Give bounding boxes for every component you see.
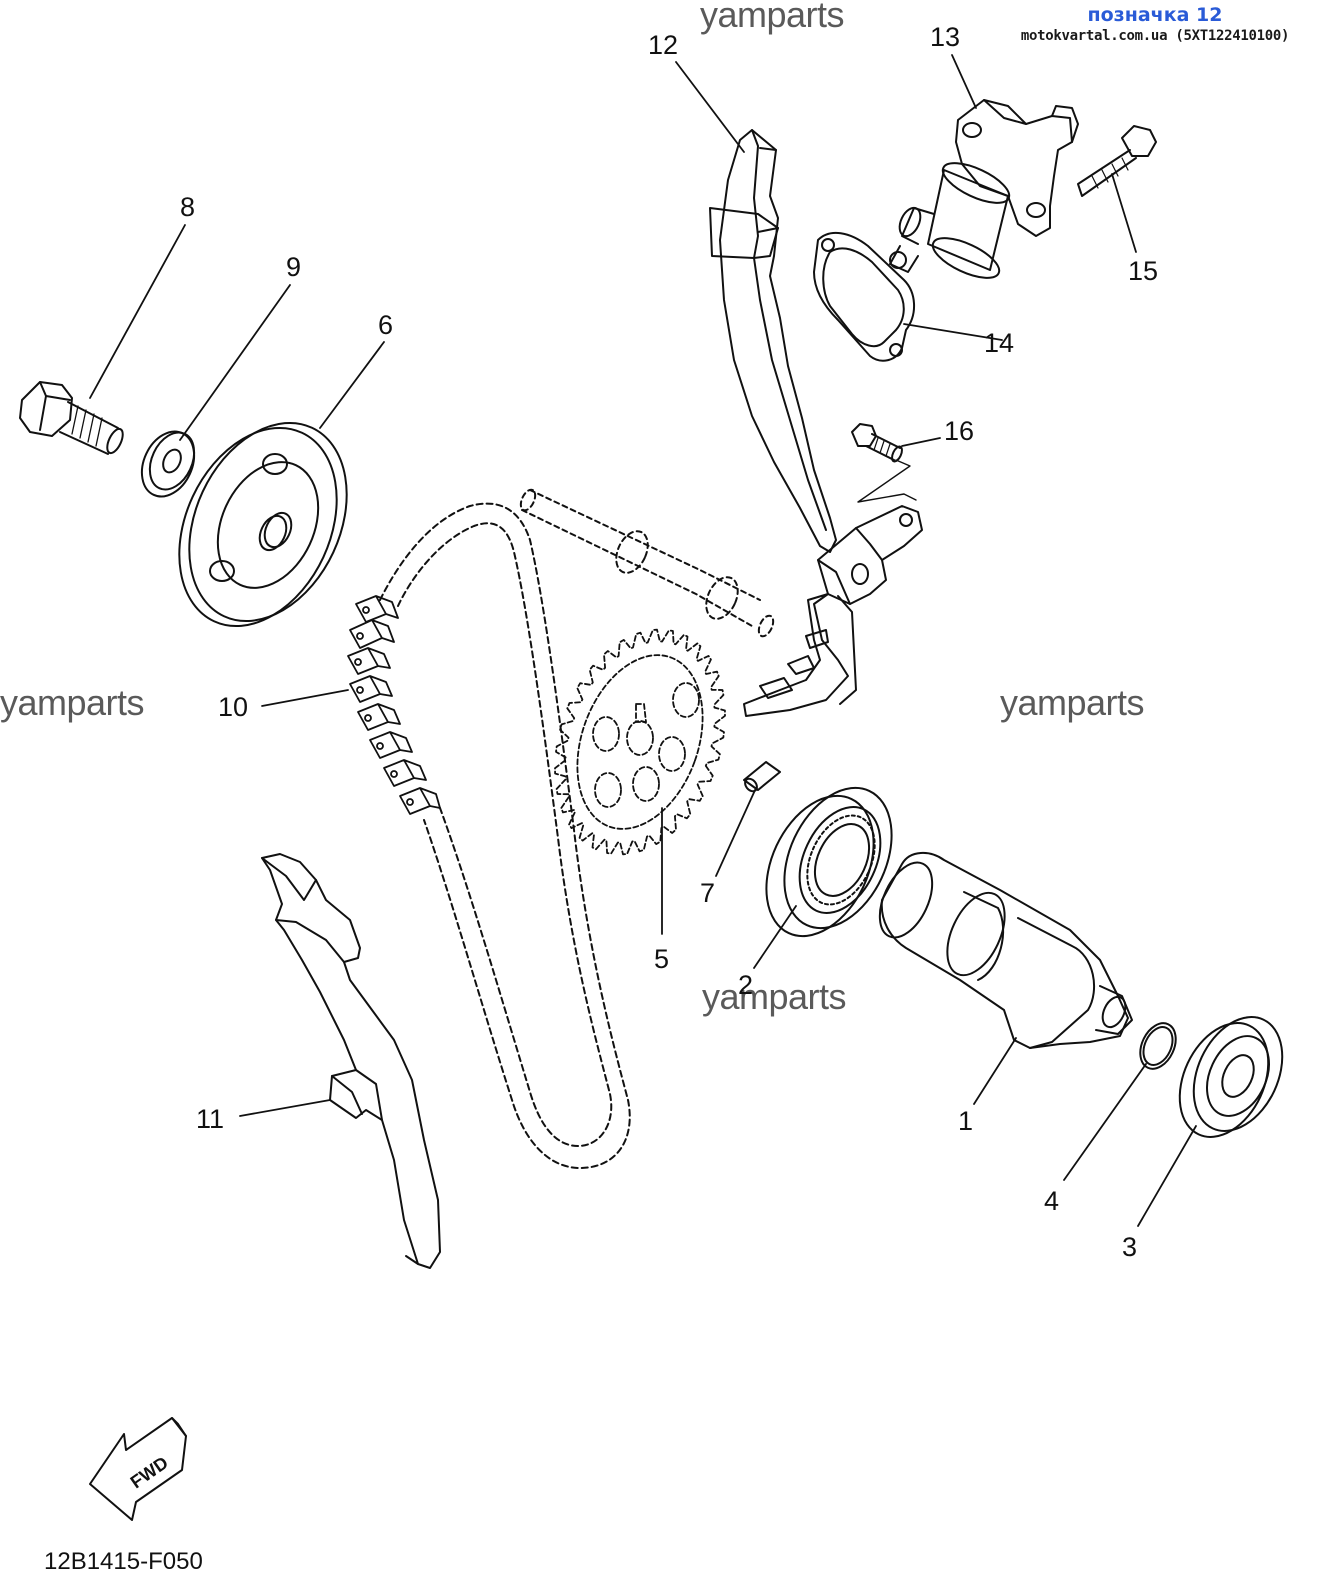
leader-16 bbox=[857, 459, 917, 503]
callout-numbers: 8 9 6 12 13 15 14 16 10 5 7 2 1 4 3 11 bbox=[180, 22, 1158, 1262]
callout-10: 10 bbox=[218, 692, 248, 722]
callout-5: 5 bbox=[654, 944, 669, 974]
callout-2: 2 bbox=[738, 970, 753, 1000]
callout-9: 9 bbox=[286, 252, 301, 282]
part-12-bracket[interactable] bbox=[743, 505, 923, 717]
callout-3: 3 bbox=[1122, 1232, 1137, 1262]
part-10-timing-chain[interactable] bbox=[347, 502, 631, 1169]
callout-4: 4 bbox=[1044, 1186, 1059, 1216]
fwd-arrow-icon: FWD bbox=[89, 1417, 187, 1521]
part-14-gasket[interactable] bbox=[813, 231, 915, 362]
callout-14: 14 bbox=[984, 328, 1014, 358]
part-13-tensioner[interactable] bbox=[889, 99, 1079, 286]
part-16-bolt[interactable] bbox=[851, 423, 904, 463]
part-11-chain-guide[interactable] bbox=[261, 853, 441, 1269]
watermark-left: yamparts bbox=[0, 682, 145, 723]
part-8-bolt[interactable] bbox=[19, 381, 126, 455]
callout-7: 7 bbox=[700, 878, 715, 908]
part-4-o-ring[interactable] bbox=[1133, 1017, 1182, 1074]
part-12-chain-guide[interactable] bbox=[709, 129, 837, 553]
part-1-camshaft[interactable] bbox=[869, 852, 1133, 1049]
callout-12: 12 bbox=[648, 30, 678, 60]
part-9-washer[interactable] bbox=[132, 423, 204, 505]
callout-13: 13 bbox=[930, 22, 960, 52]
callout-15: 15 bbox=[1128, 256, 1158, 286]
header-title: позначка 12 bbox=[1087, 4, 1223, 26]
callout-6: 6 bbox=[378, 310, 393, 340]
part-6-plate[interactable] bbox=[149, 397, 377, 651]
diagram-code: 12B1415-F050 bbox=[44, 1548, 203, 1575]
part-5-sprocket[interactable] bbox=[554, 628, 726, 856]
watermark-center: yamparts bbox=[702, 976, 847, 1017]
fwd-label: FWD bbox=[127, 1452, 172, 1492]
callout-11: 11 bbox=[196, 1104, 224, 1134]
leader-lines bbox=[89, 54, 1197, 1227]
part-3-bearing[interactable] bbox=[1162, 1003, 1299, 1152]
part-15-bolt[interactable] bbox=[1077, 125, 1157, 197]
header-subtitle: motokvartal.com.ua (5XT122410100) bbox=[1020, 28, 1290, 44]
part-2-bearing[interactable] bbox=[745, 771, 913, 954]
callout-16: 16 bbox=[944, 416, 974, 446]
callout-8: 8 bbox=[180, 192, 195, 222]
watermark-right: yamparts bbox=[1000, 682, 1145, 723]
watermark-top: yamparts bbox=[700, 0, 845, 35]
callout-1: 1 bbox=[958, 1106, 973, 1136]
part-7-pin[interactable] bbox=[743, 761, 781, 794]
part-axle-shaft bbox=[519, 488, 775, 638]
